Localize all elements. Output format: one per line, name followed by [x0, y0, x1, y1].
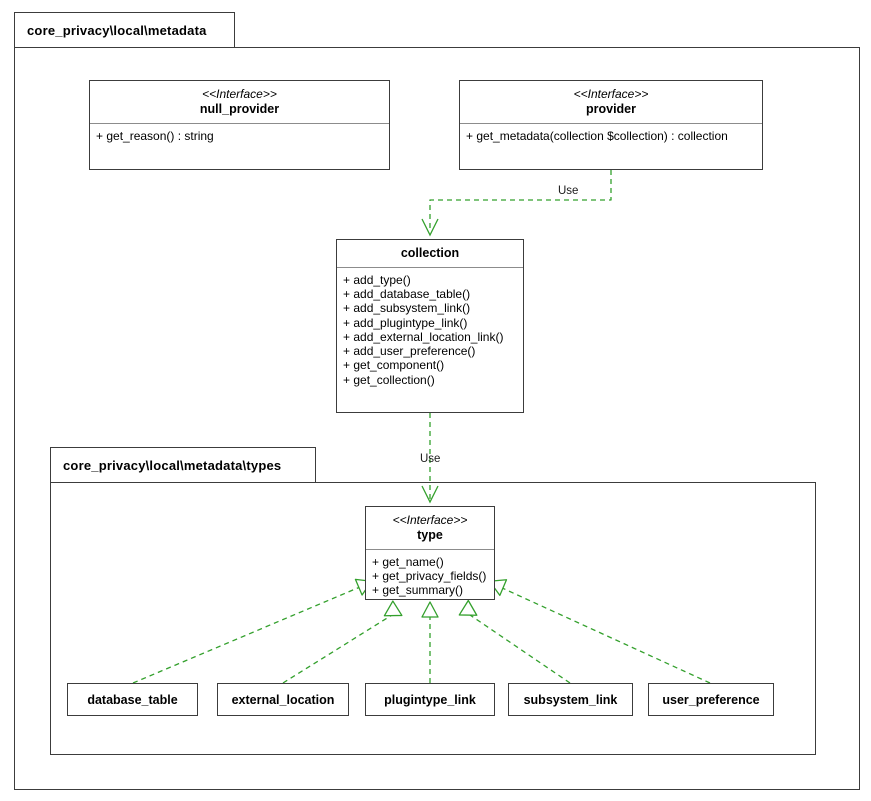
package-tab-core-privacy-local-metadata-types: core_privacy\local\metadata\types	[50, 447, 316, 483]
class-member: + get_collection()	[343, 372, 435, 387]
class-header-provider: <<Interface>> provider	[460, 81, 762, 124]
class-header-null-provider: <<Interface>> null_provider	[90, 81, 389, 124]
package-label-outer: core_privacy\local\metadata	[27, 22, 207, 38]
class-box-external-location[interactable]: external_location	[217, 683, 349, 716]
class-header-collection: collection	[337, 240, 523, 268]
class-box-null-provider[interactable]: <<Interface>> null_provider + get_reason…	[89, 80, 390, 170]
stereotype-label-provider: <<Interface>>	[573, 87, 649, 101]
edge-label-text: Use	[558, 185, 579, 197]
package-body-core-privacy-local-metadata	[14, 47, 860, 790]
class-member: + add_plugintype_link()	[343, 315, 468, 330]
class-box-type[interactable]: <<Interface>> type + get_name() + get_pr…	[365, 506, 495, 600]
class-member: + get_reason() : string	[96, 128, 214, 143]
class-box-plugintype-link[interactable]: plugintype_link	[365, 683, 495, 716]
class-name-null-provider: null_provider	[199, 102, 280, 116]
class-name-subsystem-link: subsystem_link	[523, 692, 618, 707]
class-header-type: <<Interface>> type	[366, 507, 494, 550]
package-label-types: core_privacy\local\metadata\types	[63, 457, 282, 473]
class-box-database-table[interactable]: database_table	[67, 683, 198, 716]
class-name-plugintype-link: plugintype_link	[384, 692, 476, 707]
package-body-core-privacy-local-metadata-types	[50, 482, 816, 755]
class-box-subsystem-link[interactable]: subsystem_link	[508, 683, 633, 716]
class-name-type: type	[417, 528, 443, 542]
class-member: + add_user_preference()	[343, 344, 476, 359]
class-member: + add_database_table()	[343, 286, 471, 301]
class-name-external-location: external_location	[231, 692, 335, 707]
class-box-provider[interactable]: <<Interface>> provider + get_metadata(co…	[459, 80, 763, 170]
class-members-null-provider: + get_reason() : string	[90, 124, 389, 169]
class-member: + get_metadata(collection $collection) :…	[466, 128, 728, 143]
package-tab-core-privacy-local-metadata: core_privacy\local\metadata	[14, 12, 235, 48]
class-name-collection: collection	[400, 246, 460, 260]
edge-label-text: Use	[420, 453, 441, 465]
stereotype-label-type: <<Interface>>	[392, 513, 468, 527]
class-box-collection[interactable]: collection + add_type() + add_database_t…	[336, 239, 524, 413]
class-name-provider: provider	[585, 102, 636, 116]
class-box-user-preference[interactable]: user_preference	[648, 683, 774, 716]
edge-label-use-collection-type: Use	[420, 453, 440, 465]
class-members-type: + get_name() + get_privacy_fields() + ge…	[366, 550, 494, 604]
class-member: + add_subsystem_link()	[343, 301, 471, 316]
class-member: + get_component()	[343, 358, 445, 373]
edge-label-use-provider-collection: Use	[558, 185, 578, 197]
class-member: + get_name()	[372, 554, 444, 569]
class-member: + add_external_location_link()	[343, 329, 504, 344]
class-member: + get_privacy_fields()	[372, 568, 487, 583]
class-name-database-table: database_table	[87, 692, 178, 707]
class-member: + add_type()	[343, 272, 411, 287]
stereotype-label-null-provider: <<Interface>>	[202, 87, 277, 101]
class-members-collection: + add_type() + add_database_table() + ad…	[337, 268, 523, 412]
class-name-user-preference: user_preference	[662, 692, 760, 707]
class-member: + get_summary()	[372, 583, 464, 598]
class-members-provider: + get_metadata(collection $collection) :…	[460, 124, 762, 169]
